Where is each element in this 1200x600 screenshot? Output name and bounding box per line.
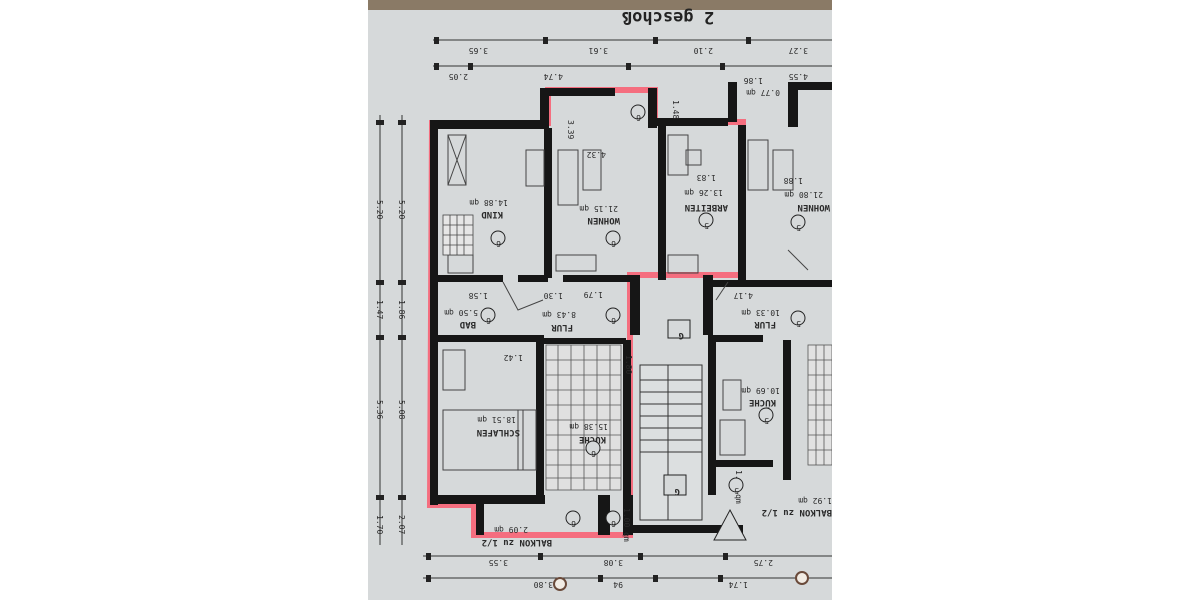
paper-top-edge: [368, 0, 832, 10]
dim-top-1: 3.65: [469, 46, 488, 55]
small-dimension-labels: 1.58 1.30 4.32 1.42 3.39 1.48 4.17 1.79 …: [469, 76, 803, 374]
floor-plan: 2 geschoß 3.65 3.61 2.10 3.27 2.05 4.74 …: [368, 0, 832, 600]
dim-bottom-5: 94: [613, 580, 623, 589]
dim-left-7: 5.08: [397, 400, 406, 419]
room-wohnen-right-name: WOHNEN: [797, 202, 830, 212]
dim-small-11: 1.83: [697, 173, 716, 182]
marker-flur-right: 5: [796, 319, 801, 328]
dim-bottom-6: 1.74: [729, 580, 748, 589]
dim-small-3: 4.32: [587, 150, 606, 159]
room-marker-labels: 6 6 5 5 6 6 5 6 5 6 6 6 5: [486, 113, 801, 528]
room-flur-left-area: 8.43 qm: [542, 310, 576, 319]
dim-small-12: 1.88: [784, 176, 803, 185]
room-kind-area: 14.88 qm: [469, 198, 508, 207]
room-schlafen-area: 18.51 qm: [477, 415, 516, 424]
dim-left-8: 2.07: [397, 515, 406, 534]
room-wohnen-left-name: WOHNEN: [587, 215, 620, 225]
room-schlafen-name: SCHLAFEN: [477, 427, 520, 437]
room-kind-name: KIND: [481, 209, 503, 219]
left-dimension-lines: [376, 115, 406, 545]
dim-bottom-3: 2.75: [754, 558, 773, 567]
walls: [430, 82, 832, 535]
dim-small-7: 4.17: [734, 291, 753, 300]
dim-top-6: 4.74: [544, 72, 563, 81]
bottom-dimension-lines: [423, 553, 832, 582]
room-flur-right-area: 10.33 qm: [741, 308, 780, 317]
room-arbeiten-area: 13.26 qm: [684, 188, 723, 197]
dim-bottom-4: 3.80: [534, 580, 553, 589]
marker-wc-left: 6: [611, 519, 616, 528]
marker-bad: 6: [486, 316, 491, 325]
room-kuche-left-name: KÜCHE: [579, 434, 606, 445]
dim-small-2: 1.30: [544, 291, 563, 300]
dim-left-1: 5.20: [375, 200, 384, 219]
dim-top-4: 3.27: [789, 46, 808, 55]
floor-plan-photo: 2 geschoß 3.65 3.61 2.10 3.27 2.05 4.74 …: [368, 0, 832, 600]
dim-small-4: 1.42: [504, 353, 523, 362]
dim-top-2: 3.61: [589, 46, 608, 55]
room-wohnen-right-area: 21.80 qm: [784, 190, 823, 199]
tile-grid-bath: [442, 214, 474, 256]
dim-top-3: 2.10: [694, 46, 713, 55]
dim-small-9: 1.86: [744, 76, 763, 85]
marker-kind: 6: [496, 239, 501, 248]
room-markers: [480, 104, 806, 526]
room-flur-right-name: FLUR: [754, 319, 776, 329]
top-dimension-labels: 3.65 3.61 2.10 3.27 2.05 4.74 4.55: [449, 46, 808, 81]
pin-left: [553, 577, 567, 591]
marker-kuche-right: 5: [764, 416, 769, 425]
marker-wc-right: 5: [734, 486, 739, 495]
marker-kuche-left: 6: [591, 449, 596, 458]
dim-left-2: 1.47: [375, 300, 384, 319]
marker-arbeiten: 5: [704, 221, 709, 230]
room-wc-left-area: 1.00 qm: [622, 508, 631, 542]
stair-marker-upper: G: [679, 330, 684, 340]
room-flur-left-name: FLUR: [551, 322, 573, 332]
room-kuche-right-name: KÜCHE: [749, 397, 776, 408]
room-balkon-right-name: BALKON zu 1/2: [762, 507, 832, 517]
pin-right: [795, 571, 809, 585]
stairwell-markers: G G: [663, 319, 747, 541]
dim-small-8: 1.79: [584, 290, 603, 299]
marker-top: 6: [636, 113, 641, 122]
staircase: [639, 364, 703, 521]
marker-wohnen-right: 5: [796, 223, 801, 232]
bottom-dimension-labels: 3.55 3.08 2.75 3.80 94 1.74: [489, 558, 773, 589]
dim-small-6: 1.48: [671, 100, 680, 119]
plan-title: 2 geschoß: [622, 7, 714, 27]
marker-wohnen-left: 6: [611, 239, 616, 248]
marker-balkon-left: 6: [571, 519, 576, 528]
dim-small-10: 1.80: [624, 355, 633, 374]
left-dimension-labels: 5.20 1.47 5.36 1.70 5.20 1.86 5.08 2.07: [375, 200, 406, 534]
warning-triangle-icon: [713, 508, 747, 541]
room-bad-name: BAD: [459, 319, 476, 329]
room-balkon-right-area: 1.92 qm: [798, 496, 832, 505]
room-kuche-left-area: 15.38 qm: [569, 422, 608, 431]
dim-left-4: 1.70: [375, 515, 384, 534]
room-bad-area: 5.50 qm: [444, 308, 478, 317]
dim-small-1: 1.58: [469, 291, 488, 300]
tile-grid-right-bath: [807, 344, 832, 466]
dim-left-5: 5.20: [397, 200, 406, 219]
dim-bottom-1: 3.55: [489, 558, 508, 567]
dim-left-6: 1.86: [397, 300, 406, 319]
dim-top-5: 2.05: [449, 72, 468, 81]
dim-bottom-2: 3.08: [604, 558, 623, 567]
room-balkon-left-name: BALKON zu 1/2: [482, 537, 552, 547]
top-dimension-lines: [433, 37, 832, 70]
stair-marker-lower: G: [675, 486, 680, 496]
tile-grid-kitchen: [545, 344, 622, 491]
room-arbeiten-name: ARBEITEN: [685, 202, 728, 212]
dim-left-3: 5.36: [375, 400, 384, 419]
room-balkon-left-area: 2.09 qm: [494, 525, 528, 534]
marker-flur-left: 6: [611, 316, 616, 325]
room-kuche-right-area: 10.69 qm: [741, 386, 780, 395]
dim-small-5: 3.39: [566, 120, 575, 139]
room-abst-right-area: 0.77 qm: [746, 88, 780, 97]
fixtures: [442, 134, 809, 471]
room-wohnen-left-area: 21.15 qm: [579, 204, 618, 213]
dim-top-7: 4.55: [789, 72, 808, 81]
